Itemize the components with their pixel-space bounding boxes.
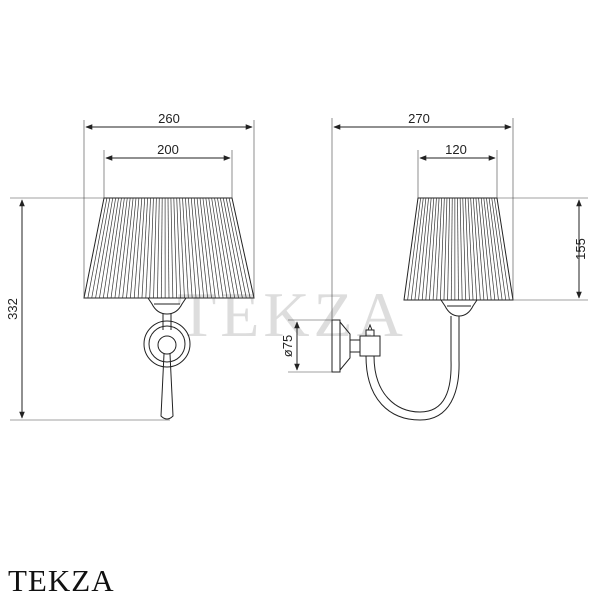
front-backplate bbox=[143, 320, 191, 368]
front-view: 260 200 332 bbox=[5, 111, 255, 421]
dim-side-depth-270: 270 bbox=[408, 111, 430, 126]
brand-logo-text: TEKZA bbox=[8, 563, 115, 598]
dim-front-width-260: 260 bbox=[158, 111, 180, 126]
dim-side-shade-height-155: 155 bbox=[573, 238, 588, 260]
side-shade-holder bbox=[440, 299, 478, 317]
side-arm bbox=[365, 316, 460, 421]
front-lamp-shade bbox=[83, 197, 255, 299]
dim-front-height-332: 332 bbox=[5, 298, 20, 320]
side-lamp-shade bbox=[403, 197, 514, 301]
front-shade-holder bbox=[147, 297, 187, 315]
dim-front-shade-top-200: 200 bbox=[157, 142, 179, 157]
side-view: 270 120 155 ø75 bbox=[280, 111, 588, 421]
dim-side-backplate-diameter: ø75 bbox=[280, 335, 295, 357]
side-backplate bbox=[331, 319, 341, 373]
dim-side-shade-top-120: 120 bbox=[445, 142, 467, 157]
front-stem bbox=[162, 314, 172, 330]
